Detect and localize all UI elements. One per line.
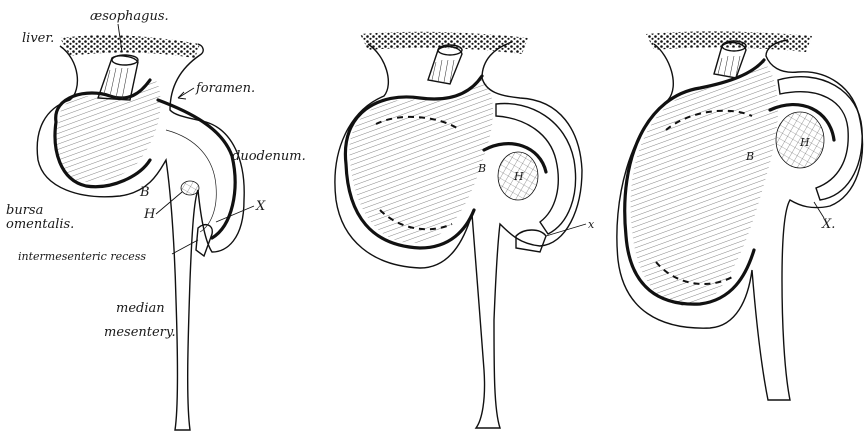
label-foramen: foramen. (195, 81, 255, 96)
leader-h-1 (156, 192, 182, 214)
figure-3: B H X. (617, 31, 863, 400)
label-h-1: H (143, 207, 156, 222)
figure-1: æsophagus. liver. foramen. duodenum. bur… (6, 9, 306, 430)
label-b-1: B (139, 185, 150, 200)
leader-x-1 (216, 206, 254, 222)
oesophagus-tube-1 (98, 55, 138, 100)
label-mesentery: mesentery. (104, 325, 176, 340)
label-liver: liver. (22, 31, 54, 46)
label-median: median (116, 301, 165, 316)
label-x-1: X (255, 199, 266, 214)
liver-region-1 (60, 35, 200, 58)
duodenum-wall-1 (158, 100, 235, 238)
label-oesophagus: æsophagus. (90, 9, 169, 24)
label-recess: intermesenteric recess (18, 250, 146, 263)
leader-foramen (178, 88, 194, 99)
label-h-3: H (799, 136, 810, 149)
h-region-1 (181, 181, 199, 195)
label-h-2: H (513, 170, 524, 183)
label-duodenum: duodenum. (232, 149, 306, 164)
figure-2: B H x (335, 32, 595, 428)
leader-x-3 (814, 202, 824, 218)
label-b-2: B (477, 162, 486, 175)
label-x-3: X. (821, 217, 835, 232)
leader-recess (172, 240, 198, 254)
label-bursa: bursa (6, 203, 43, 218)
label-b-3: B (745, 150, 754, 163)
label-x-2: x (588, 218, 595, 231)
label-omentalis: omentalis. (6, 217, 74, 232)
leader-x-2 (546, 224, 586, 236)
stomach-3 (631, 62, 778, 306)
oesophagus-tube-2 (428, 45, 462, 84)
liver-region-2 (360, 32, 528, 54)
